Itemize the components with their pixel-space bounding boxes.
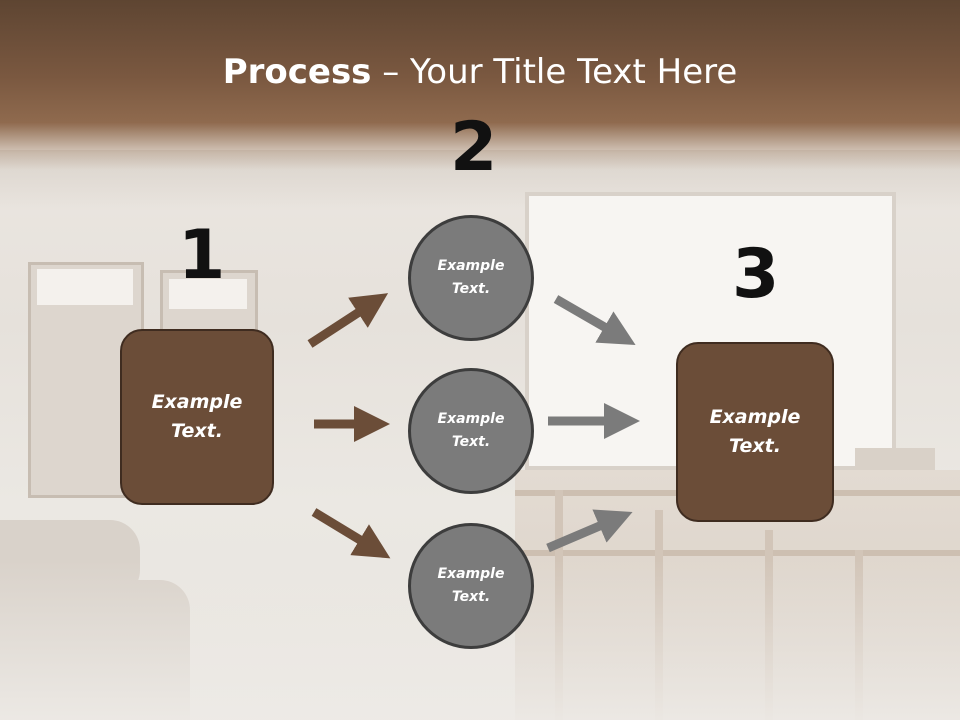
circle-bottom-label: Example Text. — [437, 566, 505, 605]
slide-title: Process – Your Title Text Here — [0, 52, 960, 92]
step-3-box-label: Example Text. — [709, 406, 801, 457]
arrow-box-to-circle-top — [307, 293, 389, 348]
title-bold: Process — [222, 52, 372, 92]
title-band — [0, 0, 960, 170]
circle-top-label: Example Text. — [437, 258, 505, 297]
step-1-box[interactable]: Example Text. — [120, 329, 274, 505]
step-1-box-label: Example Text. — [151, 391, 243, 442]
arrow-circle-top-to-box — [553, 295, 636, 346]
step-2-circle-top[interactable]: Example Text. — [408, 215, 534, 341]
step-number-1: 1 — [178, 216, 226, 295]
step-2-circle-bottom[interactable]: Example Text. — [408, 523, 534, 649]
step-number-3: 3 — [732, 235, 780, 314]
title-rest: – Your Title Text Here — [371, 52, 738, 92]
circle-middle-label: Example Text. — [437, 411, 505, 450]
step-3-box[interactable]: Example Text. — [676, 342, 834, 522]
arrow-box-to-circle-bottom — [311, 508, 391, 559]
step-2-circle-middle[interactable]: Example Text. — [408, 368, 534, 494]
step-number-2: 2 — [450, 108, 498, 187]
arrow-circle-bottom-to-box — [546, 509, 633, 553]
